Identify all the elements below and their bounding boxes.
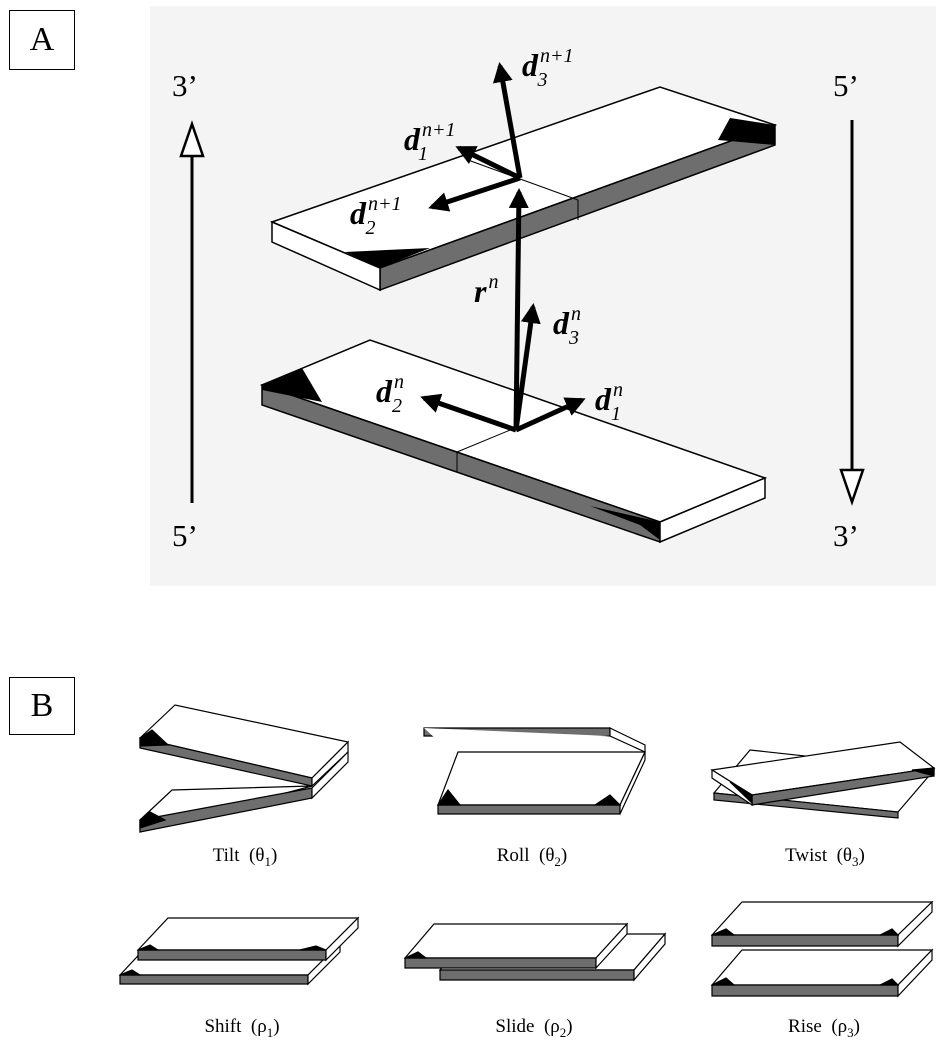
left-strand-top-label: 3’ <box>172 68 198 103</box>
lower-frame-vectors <box>420 188 586 433</box>
shift-illustration <box>118 916 360 986</box>
caption-tilt: Tilt (θ1) <box>212 845 278 869</box>
tilt-illustration <box>138 704 350 833</box>
caption-shift: Shift (ρ1) <box>204 1016 280 1040</box>
right-strand-arrow <box>839 120 865 506</box>
twist-illustration <box>710 741 936 819</box>
caption-twist: Twist (θ3) <box>785 845 865 869</box>
caption-slide: Slide (ρ2) <box>495 1016 573 1040</box>
upper-base-pair-plate <box>269 86 778 292</box>
left-strand-bottom-label: 5’ <box>172 518 198 553</box>
roll-illustration <box>423 727 646 815</box>
panel-a-label: A <box>9 10 75 70</box>
upper-frame-vectors <box>428 62 523 212</box>
left-strand-arrow <box>179 120 205 503</box>
caption-roll: Roll (θ2) <box>496 845 568 869</box>
panel-b-label: B <box>9 677 75 735</box>
slide-illustration <box>403 922 667 982</box>
rise-illustration <box>710 900 934 998</box>
caption-rise: Rise (ρ3) <box>788 1016 860 1040</box>
right-strand-top-label: 5’ <box>833 68 859 103</box>
right-strand-bottom-label: 3’ <box>833 518 859 553</box>
